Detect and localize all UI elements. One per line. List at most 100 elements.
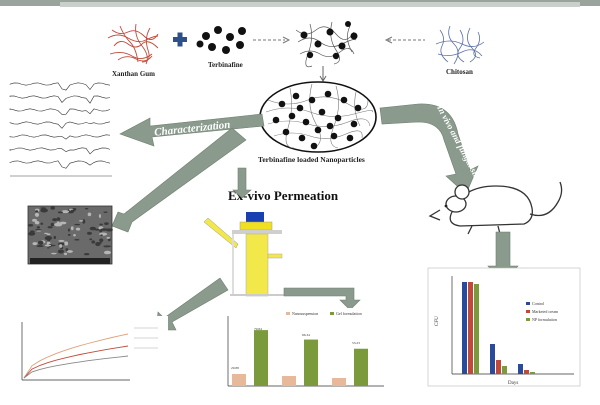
nanoparticle-dot [325, 91, 332, 98]
flux-bar-chart: Nanosuspension Gel formulation 29.88 79.… [220, 308, 390, 392]
flux-bar-nanosuspension [332, 378, 346, 386]
sem-particle [58, 240, 64, 242]
nanoparticle-dot [283, 129, 290, 136]
sem-image [28, 206, 113, 264]
sem-particle [45, 245, 51, 247]
sem-particle [68, 234, 71, 236]
sem-particle [73, 234, 76, 236]
sem-particle [82, 219, 85, 223]
nanoparticle-dot [355, 105, 362, 112]
sem-particle [54, 236, 56, 239]
flux-value-label-0: 29.88 [231, 366, 239, 370]
sem-particle [50, 206, 55, 210]
chitosan-label: Chitosan [446, 68, 473, 76]
sem-particle [51, 223, 54, 227]
sem-particle [40, 208, 48, 212]
nanoparticle-dot [327, 123, 334, 130]
arrow-to-flux-bar-chart [284, 288, 360, 310]
arrow-to-sem [112, 128, 246, 232]
in-vivo-arrow: In vivo and fungal studies [380, 103, 489, 194]
animal-chart-ylabel: CFU [435, 316, 440, 326]
sem-particle [40, 223, 43, 225]
flux-legend-0: Nanosuspension [292, 311, 318, 316]
sem-particle [66, 248, 69, 251]
animal-chart-bar [502, 366, 507, 374]
nanoparticle-dot [347, 135, 354, 142]
sem-particle [74, 224, 80, 225]
animal-chart-bar [468, 282, 473, 374]
flux-value-label-2: 66.34 [302, 333, 310, 337]
animal-chart-bar [496, 360, 501, 374]
sem-particle [58, 211, 63, 213]
sem-particle [45, 236, 52, 240]
sem-particle [100, 228, 107, 231]
sem-particle [40, 207, 46, 208]
sem-particle [99, 224, 102, 226]
plus-icon [173, 33, 187, 47]
sem-particle [64, 253, 67, 256]
flux-legend-1: Gel formulation [336, 311, 362, 316]
terbinafine-label: Terbinafine [208, 61, 243, 69]
animal-chart-bar [474, 284, 479, 374]
mouse-icon [430, 182, 562, 234]
dashed-arrow-left [386, 37, 425, 43]
sem-particle [103, 212, 107, 213]
sem-particle [52, 218, 57, 221]
animal-legend-2: NP formulation [532, 317, 557, 322]
sem-particle [37, 226, 40, 228]
sem-particle [84, 253, 90, 255]
animal-legend-0: Control [532, 301, 545, 306]
nanoparticles-circle [260, 82, 376, 152]
nanoparticle-dot [273, 117, 280, 124]
sem-particle [58, 249, 64, 253]
sem-particle [100, 234, 103, 236]
nanoparticle-dot [319, 109, 326, 116]
ftir-spectra-panel [4, 76, 114, 182]
sem-particle [71, 226, 74, 230]
flux-bar-nanosuspension [282, 376, 296, 386]
sem-particle [99, 214, 101, 218]
nanoparticle-dot [315, 127, 322, 134]
sem-particle [36, 245, 43, 247]
sem-particle [107, 237, 110, 239]
sem-particle [99, 238, 103, 242]
nanoparticle-dot [331, 133, 338, 140]
nanoparticle-dot [335, 115, 342, 122]
sem-particle [95, 242, 100, 246]
chitosan-icon [436, 26, 484, 64]
sem-particle [68, 228, 70, 231]
arrow-down-to-nanoparticles [320, 66, 326, 81]
nanoparticle-dot [303, 119, 310, 126]
mouse-eye-icon [445, 205, 448, 208]
sem-particle [47, 247, 50, 248]
sem-particle [35, 213, 39, 217]
sem-particle [103, 245, 111, 247]
sem-particle [35, 210, 38, 212]
animal-chart-xlabel: Days [508, 381, 518, 386]
sem-particle [35, 229, 42, 230]
sem-particle [67, 250, 73, 253]
nanoparticle-dot [279, 101, 286, 108]
sem-particle [51, 253, 57, 255]
sem-particle [32, 242, 37, 245]
animal-chart-bar [462, 282, 467, 374]
sem-particle [57, 217, 61, 221]
animal-chart-bar [530, 372, 535, 374]
sem-particle [48, 226, 53, 228]
animal-chart-bar [524, 370, 529, 374]
sem-particle [44, 233, 48, 234]
sem-particle [90, 227, 96, 231]
flux-bar-nanosuspension [232, 374, 246, 386]
sem-particle [89, 238, 92, 240]
nanoparticle-dot [309, 97, 316, 104]
sem-particle [30, 230, 35, 233]
sem-particle [91, 240, 95, 243]
dashed-arrow-right [253, 37, 289, 43]
sem-particle [79, 220, 83, 221]
flux-value-label-1: 79.84 [254, 327, 262, 331]
sem-particle [28, 224, 34, 227]
flux-value-label-3: 53.23 [352, 341, 360, 345]
sem-particle [88, 213, 92, 217]
